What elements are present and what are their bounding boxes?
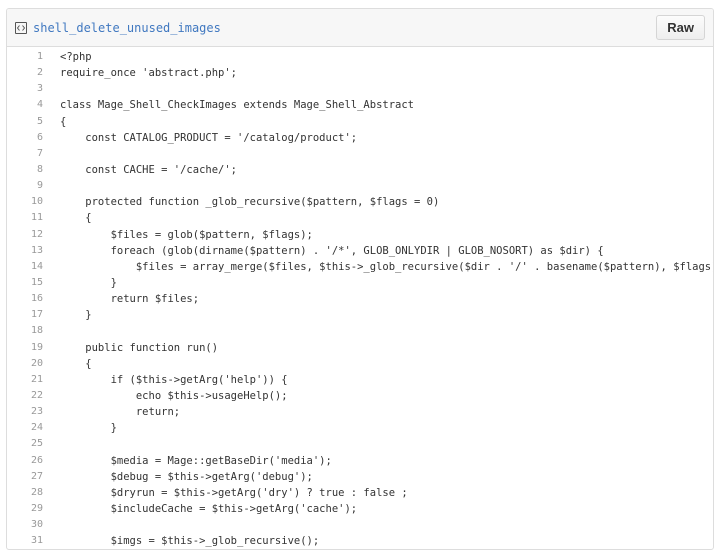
line-code: $includeCache = $this->getArg('cache'); — [60, 502, 358, 515]
line-code: $files = glob($pattern, $flags); — [60, 228, 313, 241]
code-line: 12 $files = glob($pattern, $flags); — [7, 227, 713, 243]
file-name-link[interactable]: shell_delete_unused_images — [33, 20, 221, 35]
gist-file-container: shell_delete_unused_images Raw 1 <?php 2 re… — [6, 8, 714, 550]
code-line: 6 const CATALOG_PRODUCT = '/catalog/prod… — [7, 130, 713, 146]
line-code: if ($this->getArg('help')) { — [60, 373, 288, 386]
line-number[interactable]: 13 — [30, 244, 43, 256]
line-number[interactable]: 25 — [30, 438, 43, 450]
line-number[interactable]: 11 — [30, 212, 43, 224]
line-number[interactable]: 21 — [30, 373, 43, 385]
line-code — [60, 81, 713, 97]
line-code: $files = array_merge($files, $this->_glo… — [60, 260, 714, 273]
line-number[interactable]: 29 — [30, 502, 43, 514]
line-code: public function run() — [60, 341, 219, 354]
line-code: <?php — [60, 51, 92, 63]
line-number[interactable]: 19 — [30, 341, 43, 353]
code-line: 11 { — [7, 210, 713, 226]
file-header: shell_delete_unused_images Raw — [7, 9, 713, 47]
line-code — [60, 146, 713, 162]
code-line: 21 if ($this->getArg('help')) { — [7, 372, 713, 388]
line-number[interactable]: 18 — [30, 325, 43, 337]
code-line: 5{ — [7, 114, 713, 130]
line-code: return $files; — [60, 293, 200, 306]
line-code: class Mage_Shell_CheckImages extends Mag… — [60, 99, 415, 112]
code-line: 26 $media = Mage::getBaseDir('media'); — [7, 453, 713, 469]
code-line: 24 } — [7, 420, 713, 436]
code-line: 20 { — [7, 356, 713, 372]
code-line: 14 $files = array_merge($files, $this->_… — [7, 259, 713, 275]
line-number[interactable]: 4 — [36, 99, 43, 111]
code-line: 29 $includeCache = $this->getArg('cache'… — [7, 501, 713, 517]
line-code — [60, 436, 713, 452]
line-code — [60, 323, 713, 339]
line-code: $dryrun = $this->getArg('dry') ? true : … — [60, 486, 408, 499]
line-number[interactable]: 17 — [30, 309, 43, 321]
line-code: } — [60, 276, 117, 289]
line-code — [60, 517, 713, 533]
line-number[interactable]: 14 — [30, 260, 43, 272]
line-code: require_once 'abstract.php'; — [60, 67, 238, 80]
code-line: 16 return $files; — [7, 291, 713, 307]
line-code: { — [60, 357, 92, 370]
line-code: const CATALOG_PRODUCT = '/catalog/produc… — [60, 131, 358, 144]
line-number[interactable]: 12 — [30, 228, 43, 240]
line-number[interactable]: 8 — [36, 163, 43, 175]
code-line: 30 — [7, 517, 713, 533]
code-line: 1 <?php — [7, 49, 713, 65]
line-number[interactable]: 1 — [36, 51, 43, 62]
code-line: 22 echo $this->usageHelp(); — [7, 388, 713, 404]
code-line: 17 } — [7, 307, 713, 323]
line-code: } — [60, 422, 117, 435]
line-code: foreach (glob(dirname($pattern) . '/*', … — [60, 244, 604, 257]
code-line: 4 class Mage_Shell_CheckImages extends Ma… — [7, 97, 713, 113]
code-line: 28 $dryrun = $this->getArg('dry') ? true… — [7, 485, 713, 501]
line-number[interactable]: 23 — [30, 406, 43, 418]
code-line: 25 — [7, 436, 713, 452]
code-line: 13 foreach (glob(dirname($pattern) . '/*… — [7, 243, 713, 259]
code-line: 9 — [7, 178, 713, 194]
line-code: const CACHE = '/cache/'; — [60, 163, 238, 176]
code-line: 3 — [7, 81, 713, 97]
line-number[interactable]: 7 — [36, 147, 43, 159]
code-line: 27 $debug = $this->getArg('debug'); — [7, 469, 713, 485]
line-code: return; — [60, 406, 181, 419]
line-code: echo $this->usageHelp(); — [60, 389, 288, 402]
line-code — [60, 178, 713, 194]
line-code: } — [60, 309, 92, 322]
line-code: protected function _glob_recursive($patt… — [60, 196, 440, 209]
code-view: 1 <?php 2 require_once 'abstract.php'; 3 4 cla… — [7, 47, 713, 549]
line-code: $media = Mage::getBaseDir('media'); — [60, 454, 332, 467]
code-line: 15 } — [7, 275, 713, 291]
line-number[interactable]: 3 — [36, 83, 43, 95]
line-code: { — [60, 115, 67, 128]
raw-button[interactable]: Raw — [656, 15, 705, 40]
line-code: { — [60, 212, 92, 225]
code-line: 10 protected function _glob_recursive($p… — [7, 194, 713, 210]
line-number[interactable]: 5 — [36, 115, 43, 127]
code-file-icon — [15, 21, 27, 34]
code-line: 7 — [7, 146, 713, 162]
line-number[interactable]: 6 — [36, 131, 43, 143]
line-number[interactable]: 10 — [30, 196, 43, 208]
code-line: 2 require_once 'abstract.php'; — [7, 65, 713, 81]
line-number[interactable]: 28 — [30, 486, 43, 498]
line-code: $debug = $this->getArg('debug'); — [60, 470, 313, 483]
code-line: 8 const CACHE = '/cache/'; — [7, 162, 713, 178]
line-number[interactable]: 27 — [30, 470, 43, 482]
line-number[interactable]: 30 — [30, 519, 43, 531]
line-number[interactable]: 16 — [30, 293, 43, 305]
line-number[interactable]: 9 — [36, 180, 43, 192]
code-line: 18 — [7, 323, 713, 339]
line-number[interactable]: 22 — [30, 389, 43, 401]
code-line: 23 return; — [7, 404, 713, 420]
code-line: 19 public function run() — [7, 340, 713, 356]
line-number[interactable]: 15 — [30, 276, 43, 288]
line-number[interactable]: 26 — [30, 454, 43, 466]
line-number[interactable]: 24 — [30, 422, 43, 434]
line-number[interactable]: 2 — [36, 67, 43, 79]
line-number[interactable]: 20 — [30, 357, 43, 369]
file-title: shell_delete_unused_images — [15, 21, 221, 35]
